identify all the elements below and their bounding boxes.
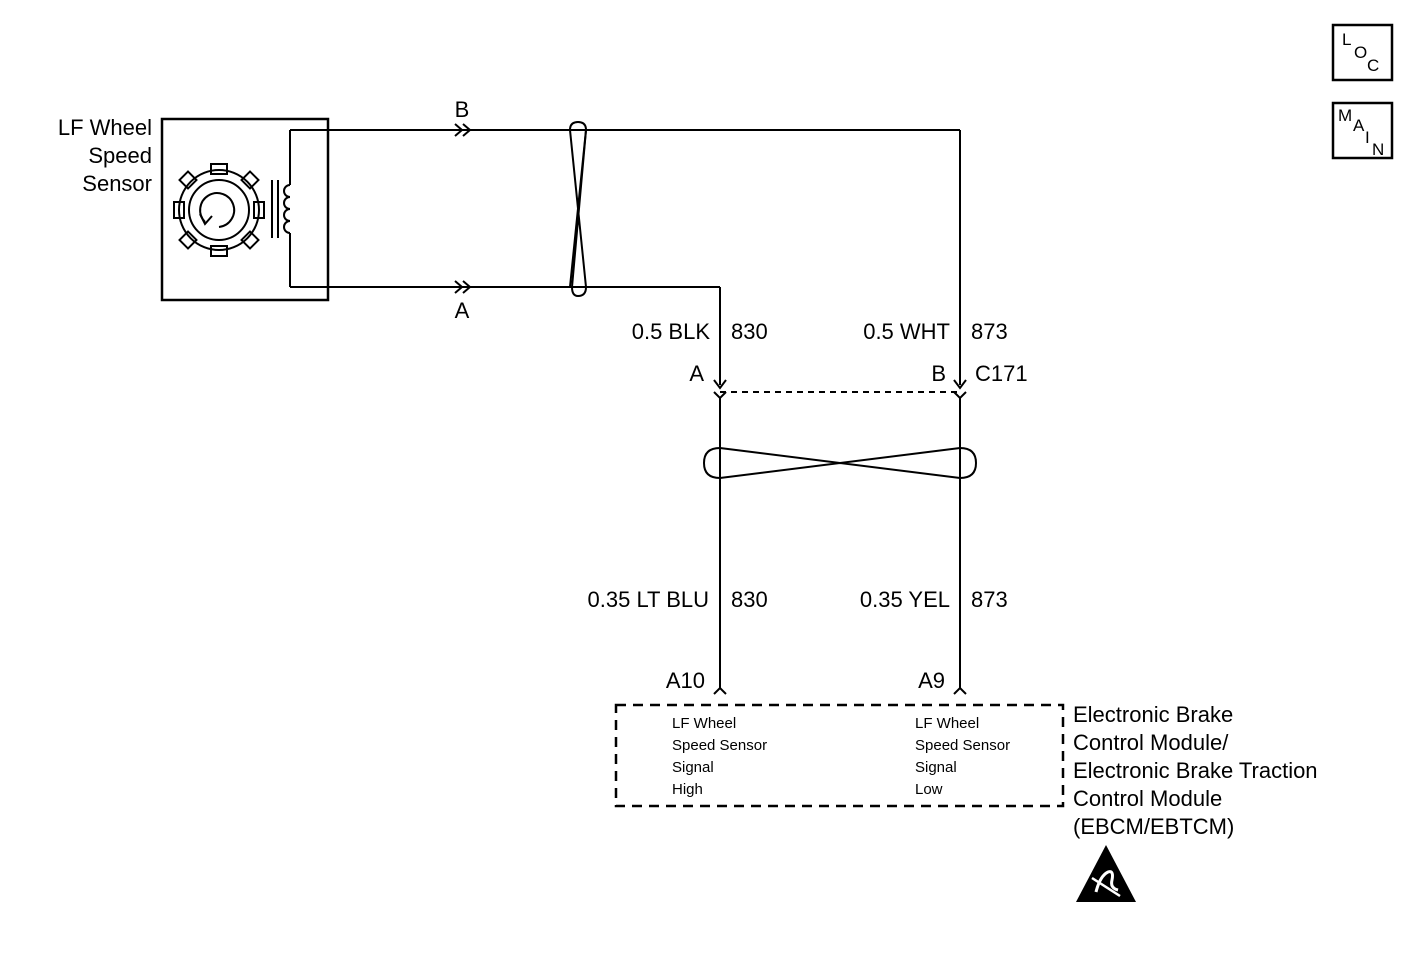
wire-873-upper-circuit: 873 xyxy=(971,319,1008,344)
connector-pin-b: B xyxy=(931,361,946,386)
module-right-line4: Low xyxy=(915,781,943,798)
wire-830-upper-circuit: 830 xyxy=(731,319,768,344)
main-letter-i: I xyxy=(1365,128,1370,147)
module-name-line2: Control Module/ xyxy=(1073,730,1229,755)
loc-letter-l: L xyxy=(1342,30,1351,49)
module-left-line4: High xyxy=(672,781,703,798)
module-right-line1: LF Wheel xyxy=(915,715,979,732)
module-left-line2: Speed Sensor xyxy=(672,737,767,754)
module-pin-a10: A10 xyxy=(666,668,705,693)
loc-badge-icon[interactable]: L O C xyxy=(1331,23,1394,82)
wire-830-upper-color: 0.5 BLK xyxy=(632,319,711,344)
sensor-label-line2: Speed xyxy=(88,143,152,168)
wheel-speed-sensor xyxy=(160,117,330,302)
loc-letter-c: C xyxy=(1367,56,1379,75)
module-pin-chevrons xyxy=(713,686,967,695)
wire-873-upper-color: 0.5 WHT xyxy=(863,319,950,344)
main-letter-n: N xyxy=(1372,140,1384,159)
signal-wire-a xyxy=(290,286,721,385)
module-left-line1: LF Wheel xyxy=(672,715,736,732)
module-name-line3: Electronic Brake Traction xyxy=(1073,758,1318,783)
module-right-line2: Speed Sensor xyxy=(915,737,1010,754)
sensor-terminal-b: B xyxy=(455,97,470,122)
module-name-line1: Electronic Brake xyxy=(1073,702,1233,727)
terminal-a-chevron-icon xyxy=(454,280,472,294)
terminal-b-chevron-icon xyxy=(454,123,472,137)
connector-name: C171 xyxy=(975,361,1028,386)
wire-830-lower-color: 0.35 LT BLU xyxy=(588,587,709,612)
twisted-pair-icon xyxy=(569,120,588,298)
wire-830-lower-circuit: 830 xyxy=(731,587,768,612)
main-letter-m: M xyxy=(1338,106,1352,125)
module-left-line3: Signal xyxy=(672,759,714,776)
sensor-terminal-a: A xyxy=(455,298,470,323)
main-letter-a: A xyxy=(1353,116,1365,135)
signal-wire-b xyxy=(290,129,961,385)
sensor-label-line3: Sensor xyxy=(82,171,152,196)
loc-letter-o: O xyxy=(1354,43,1367,62)
wire-873-lower-circuit: 873 xyxy=(971,587,1008,612)
module-pin-a9: A9 xyxy=(918,668,945,693)
sensor-label-line1: LF Wheel xyxy=(58,115,152,140)
connector-c171 xyxy=(713,379,967,400)
connector-pin-a: A xyxy=(689,361,704,386)
module-name-line5: (EBCM/EBTCM) xyxy=(1073,814,1234,839)
wire-873-lower-color: 0.35 YEL xyxy=(860,587,950,612)
module-name-line4: Control Module xyxy=(1073,786,1222,811)
module-right-line3: Signal xyxy=(915,759,957,776)
reluctor-wheel-icon xyxy=(173,163,265,257)
esd-warning-icon[interactable] xyxy=(1076,845,1136,902)
twisted-pair-icon xyxy=(702,446,978,480)
pickup-coil-icon xyxy=(271,130,291,287)
ebcm-module: LF Wheel Speed Sensor Signal High LF Whe… xyxy=(614,703,1065,808)
main-badge-icon[interactable]: M A I N xyxy=(1331,101,1394,160)
